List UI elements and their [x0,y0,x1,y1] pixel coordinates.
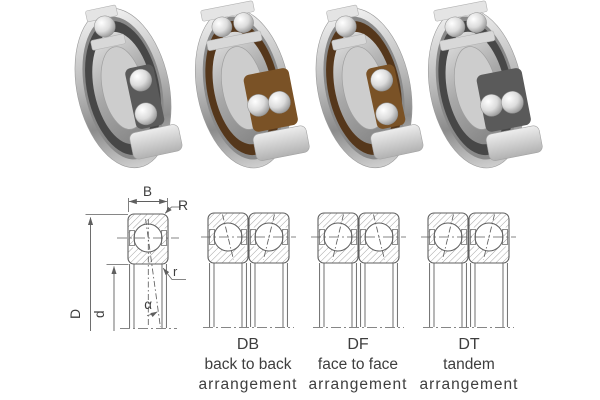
arrangement-diagram-db [201,212,296,328]
ball [466,12,487,33]
caption-df-code: DF [347,336,369,353]
bearing-render-4 [427,0,543,169]
caption-dt: DT tandem arrangement [420,336,519,393]
ball [134,102,158,126]
inner-ring-segment [129,124,183,160]
bearing-render-1 [74,4,183,169]
inner-ring-segment [370,124,424,160]
caption-dt-word: arrangement [420,376,519,393]
ball [268,91,291,114]
caption-df: DF face to face arrangement [309,336,408,393]
dim-label-alpha: α [144,297,152,312]
caption-df-word: arrangement [309,376,408,393]
ball [444,16,466,38]
dim-label-d: d [92,310,107,318]
caption-dt-code: DT [458,336,480,353]
dim-label-D: D [67,309,83,319]
ball [94,15,116,38]
dimension-drawing: B R r α D d [67,184,188,331]
caption-db: DB back to back arrangement [199,336,298,393]
arrangement-diagram-dt [421,212,516,328]
dim-label-R: R [178,197,188,213]
bearing-render-3 [315,4,424,169]
bearing-render-2 [194,0,310,169]
caption-df-name: face to face [318,356,398,373]
caption-db-name: back to back [204,356,291,373]
ball [375,102,399,126]
caption-db-code: DB [237,336,259,353]
ball [501,91,524,114]
caption-dt-name: tandem [443,356,495,373]
inner-ring-segment [252,125,310,161]
arrangement-diagram-df [311,212,406,328]
dim-label-r: r [173,264,178,279]
ball [233,12,254,33]
caption-db-word: arrangement [199,376,298,393]
inner-ring-segment [485,125,543,161]
dim-label-B: B [143,184,152,199]
ball [129,68,153,92]
ball [335,15,357,38]
ball [370,68,394,92]
ball [211,16,233,38]
